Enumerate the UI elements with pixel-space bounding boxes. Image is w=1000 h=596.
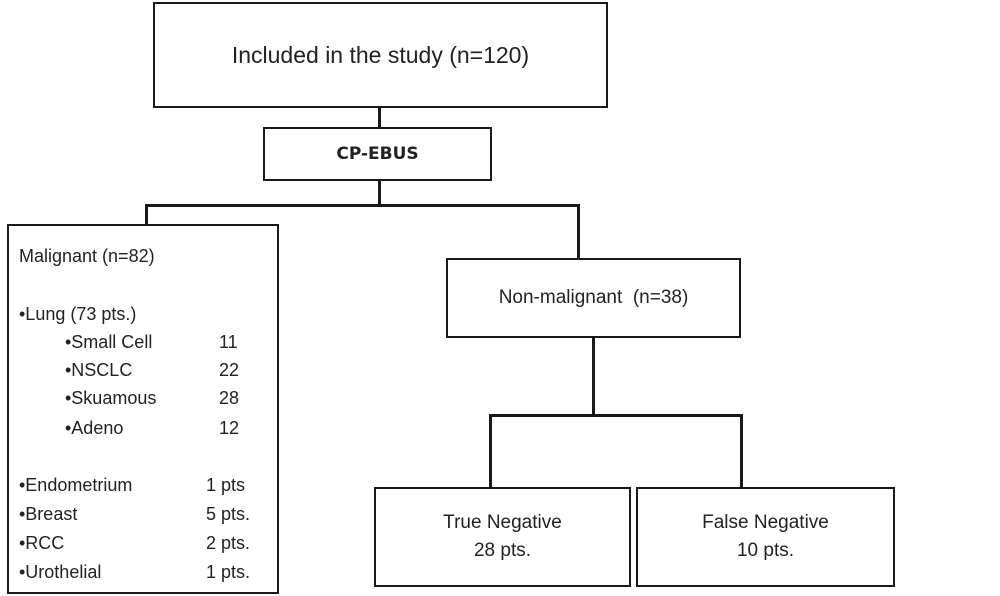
true-negative-count: 28 pts.: [473, 540, 532, 561]
non-malignant-box: Non-malignant (n=38): [446, 258, 741, 338]
malignant-title: Malignant (n=82): [19, 246, 155, 266]
false-negative-count: 10 pts.: [736, 540, 795, 561]
lung-subtype-count: 22: [219, 360, 240, 380]
connector-method-down: [378, 181, 381, 205]
lung-subtype-name: •Skuamous: [65, 388, 157, 408]
other-site-count: 1 pts: [206, 475, 246, 495]
connector-to-malignant: [145, 204, 148, 224]
connector-to-non-malignant: [577, 204, 580, 258]
non-malignant-label: Non-malignant (n=38): [498, 287, 689, 308]
lung-subtype-count: 11: [219, 332, 238, 352]
connector-non-malignant-down: [592, 338, 595, 416]
included-study-label: Included in the study (n=120): [231, 41, 530, 68]
other-site-name: •Breast: [19, 504, 78, 524]
other-site-count: 2 pts.: [206, 533, 251, 553]
other-site-count: 1 pts.: [206, 562, 251, 582]
connector-split-horizontal: [145, 204, 580, 207]
connector-to-true-negative: [489, 414, 492, 487]
lung-subtype-name: •Small Cell: [65, 332, 153, 352]
lung-subtype-name: •NSCLC: [65, 360, 133, 380]
lung-subtype-count: 28: [219, 388, 240, 408]
other-site-name: •Endometrium: [19, 475, 133, 495]
cp-ebus-box: CP-EBUS: [263, 127, 492, 181]
other-site-name: •RCC: [19, 533, 65, 553]
connector-to-false-negative: [740, 414, 743, 487]
true-negative-label: True Negative: [443, 512, 562, 533]
true-negative-box: True Negative 28 pts.: [374, 487, 631, 587]
lung-header: •Lung (73 pts.): [19, 304, 137, 324]
connector-top-to-method: [378, 108, 381, 127]
false-negative-box: False Negative 10 pts.: [636, 487, 895, 587]
lung-subtype-name: •Adeno: [65, 418, 124, 438]
lung-subtype-count: 12: [219, 418, 240, 438]
connector-outcome-horizontal: [489, 414, 743, 417]
other-site-name: •Urothelial: [19, 562, 102, 582]
false-negative-label: False Negative: [702, 512, 829, 533]
other-site-count: 5 pts.: [206, 504, 251, 524]
included-study-box: Included in the study (n=120): [153, 2, 608, 108]
malignant-box: Malignant (n=82) •Lung (73 pts.) •Small …: [7, 224, 279, 594]
cp-ebus-label: CP-EBUS: [336, 144, 419, 164]
